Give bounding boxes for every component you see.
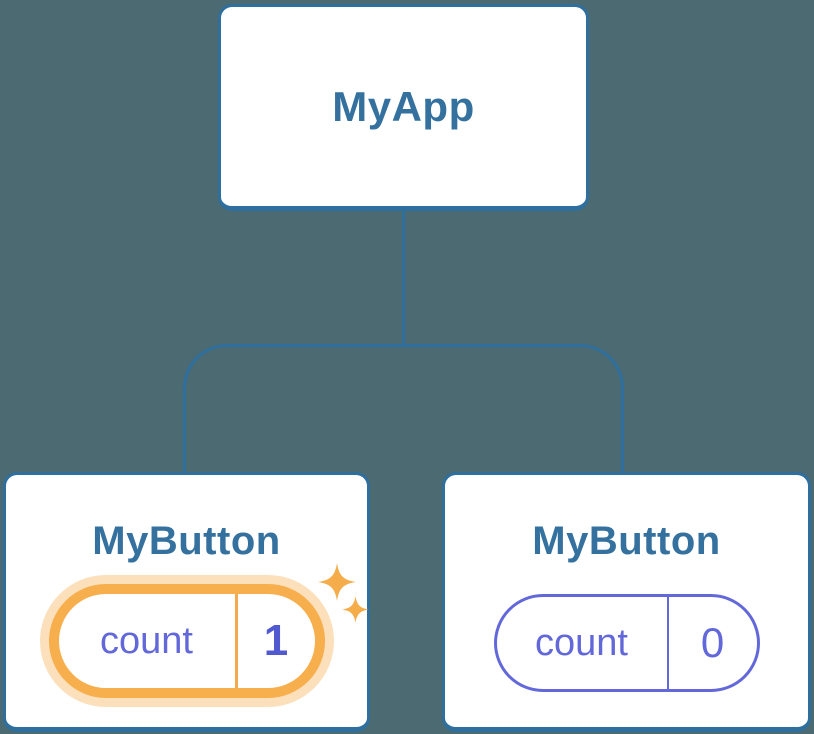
mybutton-node-left: MyButton count 1	[3, 472, 370, 732]
pill-divider	[234, 594, 238, 688]
pill-divider	[666, 597, 669, 689]
state-pill: count 0	[493, 594, 760, 692]
state-value: 0	[700, 619, 725, 666]
state-name-label: count	[535, 621, 628, 664]
state-value: 1	[263, 616, 289, 665]
state-pill-highlighted: count 1	[48, 584, 325, 698]
connector-stem-line	[402, 209, 405, 346]
state-name-label: count	[100, 619, 193, 662]
mybutton-right-label: MyButton	[532, 519, 721, 563]
sparkle-large-icon	[318, 563, 356, 601]
connector-branch-bracket	[183, 344, 624, 472]
mybutton-node-right: MyButton count 0	[442, 472, 811, 732]
myapp-node-label: MyApp	[332, 82, 475, 130]
sparkle-small-icon	[342, 596, 369, 623]
mybutton-left-label: MyButton	[92, 519, 281, 563]
myapp-node: MyApp	[218, 4, 589, 211]
